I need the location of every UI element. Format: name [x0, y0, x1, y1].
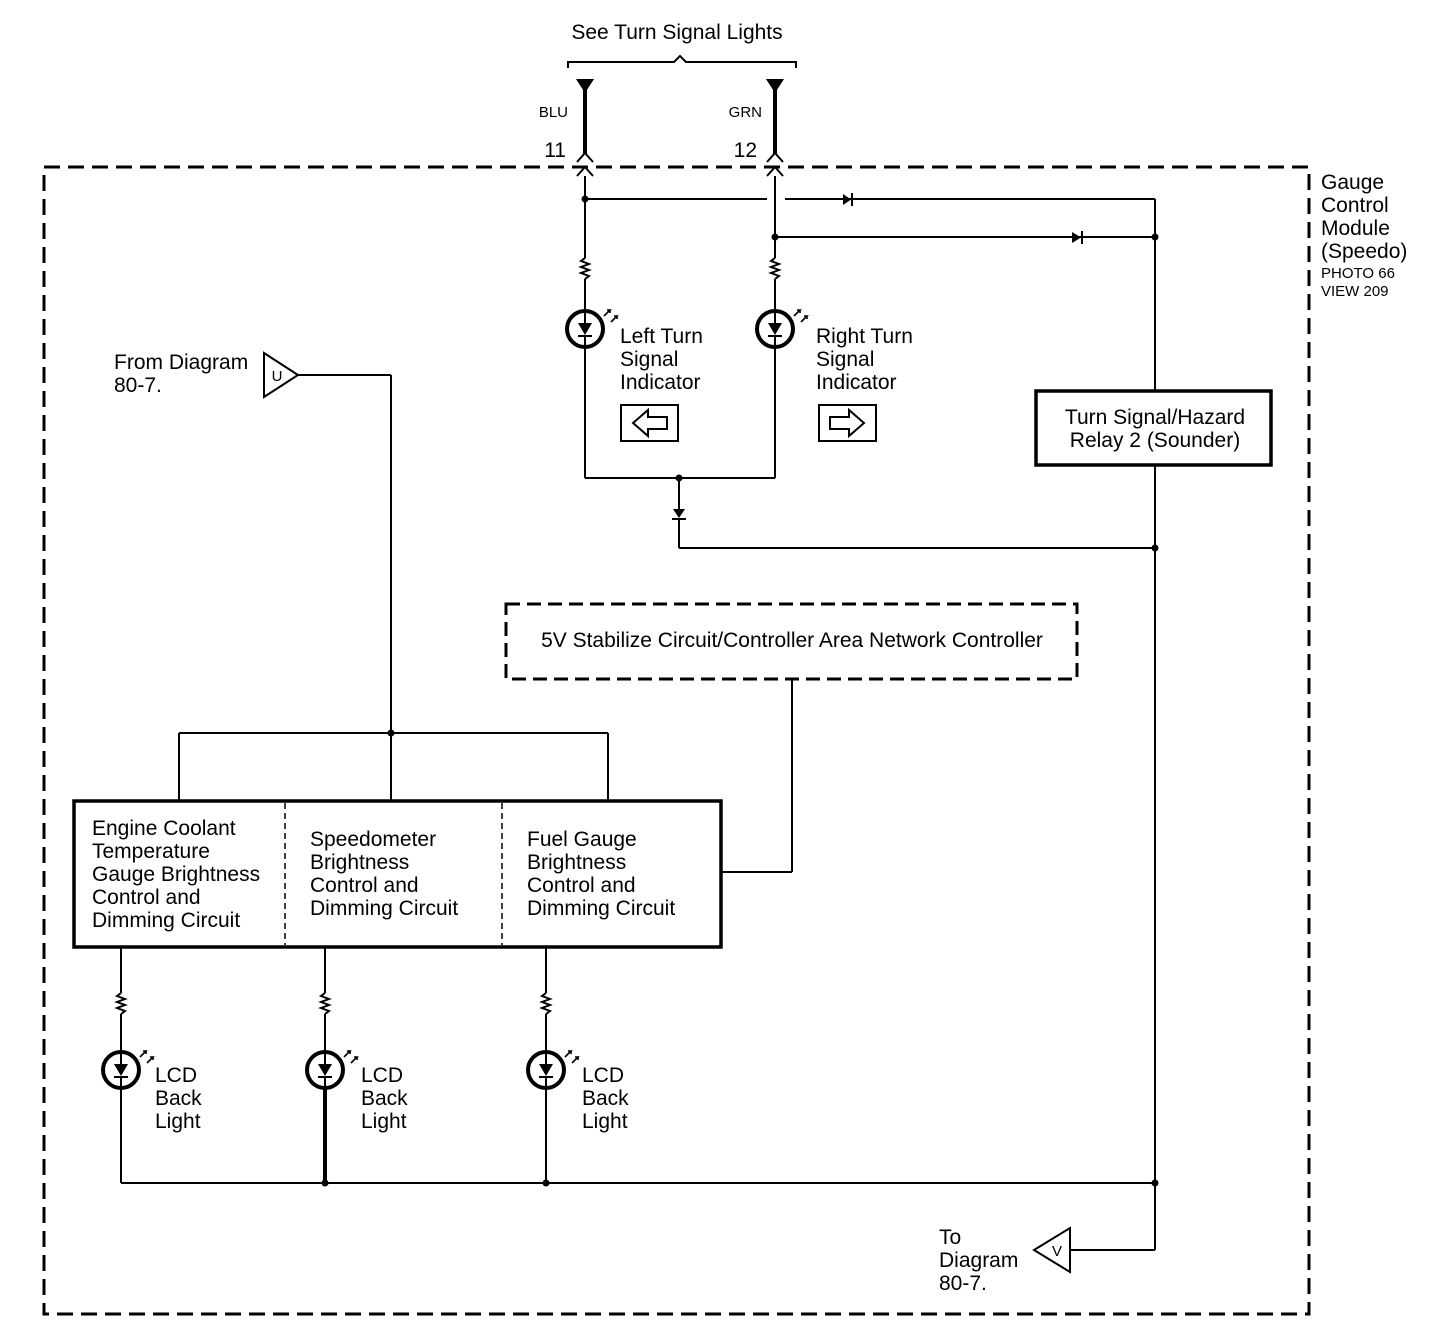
header-title: See Turn Signal Lights — [571, 21, 782, 44]
can-controller: 5V Stabilize Circuit/Controller Area Net… — [504, 602, 1079, 873]
brightness-bus — [178, 729, 609, 801]
svg-text:Fuel Gauge: Fuel Gauge — [527, 828, 637, 851]
svg-text:LCD: LCD — [361, 1064, 403, 1087]
pin-12: 12 — [734, 139, 757, 162]
svg-text:Signal: Signal — [620, 348, 678, 371]
led-icon — [565, 308, 619, 349]
svg-text:Left Turn: Left Turn — [620, 325, 703, 348]
svg-text:5V Stabilize Circuit/Controlle: 5V Stabilize Circuit/Controller Area Net… — [541, 629, 1043, 652]
svg-text:Light: Light — [361, 1110, 407, 1133]
svg-text:80-7.: 80-7. — [939, 1272, 987, 1295]
connector-11: BLU 11 — [539, 79, 594, 177]
left-turn-indicator: Left Turn Signal Indicator — [565, 308, 703, 442]
svg-text:Gauge: Gauge — [1321, 171, 1384, 194]
svg-text:Module: Module — [1321, 217, 1390, 240]
svg-text:Diagram: Diagram — [939, 1249, 1018, 1272]
right-turn-indicator: Right Turn Signal Indicator — [755, 308, 913, 442]
svg-text:Gauge Brightness: Gauge Brightness — [92, 863, 260, 886]
pin-11: 11 — [544, 139, 566, 162]
connector-12: GRN 12 — [729, 79, 784, 177]
left-arrow-icon — [620, 404, 679, 442]
led-icon — [526, 1049, 580, 1090]
svg-text:80-7.: 80-7. — [114, 374, 162, 397]
lcd-backlight-3: LCD Back Light — [526, 1049, 629, 1133]
from-diagram-connector: From Diagram 80-7. U — [114, 351, 392, 801]
svg-text:LCD: LCD — [582, 1064, 624, 1087]
lcd-backlight-2: LCD Back Light — [305, 1049, 408, 1133]
svg-text:Control and: Control and — [92, 886, 201, 909]
svg-text:Engine Coolant: Engine Coolant — [92, 817, 236, 840]
turn-signal-wiring — [578, 176, 1159, 1250]
wire-color-blu: BLU — [539, 104, 568, 121]
svg-text:From Diagram: From Diagram — [114, 351, 248, 374]
svg-text:Signal: Signal — [816, 348, 874, 371]
right-arrow-icon — [818, 404, 877, 442]
svg-text:Relay 2 (Sounder): Relay 2 (Sounder) — [1070, 429, 1240, 452]
svg-text:Control and: Control and — [527, 874, 636, 897]
offpage-symbol-v: V — [1052, 1243, 1062, 1260]
module-boundary — [42, 165, 1311, 1316]
svg-text:Speedometer: Speedometer — [310, 828, 436, 851]
svg-text:Temperature: Temperature — [92, 840, 210, 863]
svg-text:Dimming Circuit: Dimming Circuit — [310, 897, 458, 920]
svg-text:Back: Back — [361, 1087, 408, 1110]
svg-text:Brightness: Brightness — [527, 851, 626, 874]
svg-text:Right Turn: Right Turn — [816, 325, 913, 348]
dimming-circuits-block: Engine Coolant Temperature Gauge Brightn… — [72, 799, 723, 949]
view-ref: VIEW 209 — [1321, 283, 1389, 300]
led-icon — [755, 308, 809, 349]
photo-ref: PHOTO 66 — [1321, 265, 1395, 282]
backlight-wiring — [114, 947, 1159, 1187]
svg-text:LCD: LCD — [155, 1064, 197, 1087]
svg-text:Control and: Control and — [310, 874, 419, 897]
fuel-gauge-dimming-circuit: Fuel Gauge Brightness Control and Dimmin… — [527, 828, 675, 920]
wire-color-grn: GRN — [729, 104, 762, 121]
svg-text:Dimming Circuit: Dimming Circuit — [92, 909, 240, 932]
module-label: Gauge Control Module (Speedo) PHOTO 66 V… — [1321, 171, 1407, 300]
to-diagram-connector: V To Diagram 80-7. — [939, 1226, 1155, 1295]
svg-text:To: To — [939, 1226, 961, 1249]
svg-text:Control: Control — [1321, 194, 1389, 217]
svg-text:Turn Signal/Hazard: Turn Signal/Hazard — [1065, 406, 1245, 429]
engine-coolant-dimming-circuit: Engine Coolant Temperature Gauge Brightn… — [92, 817, 260, 932]
offpage-symbol-u: U — [272, 368, 283, 385]
svg-text:Back: Back — [582, 1087, 629, 1110]
svg-text:Dimming Circuit: Dimming Circuit — [527, 897, 675, 920]
speedometer-dimming-circuit: Speedometer Brightness Control and Dimmi… — [310, 828, 458, 920]
svg-text:(Speedo): (Speedo) — [1321, 240, 1407, 263]
header-brace — [567, 54, 797, 68]
lcd-backlight-1: LCD Back Light — [101, 1049, 202, 1133]
svg-text:Back: Back — [155, 1087, 202, 1110]
svg-text:Indicator: Indicator — [620, 371, 701, 394]
svg-text:Light: Light — [582, 1110, 628, 1133]
svg-text:Indicator: Indicator — [816, 371, 897, 394]
svg-text:Light: Light — [155, 1110, 201, 1133]
led-icon — [305, 1049, 359, 1090]
led-icon — [101, 1049, 155, 1090]
svg-text:Brightness: Brightness — [310, 851, 409, 874]
turn-signal-hazard-relay: Turn Signal/Hazard Relay 2 (Sounder) — [1034, 389, 1273, 467]
